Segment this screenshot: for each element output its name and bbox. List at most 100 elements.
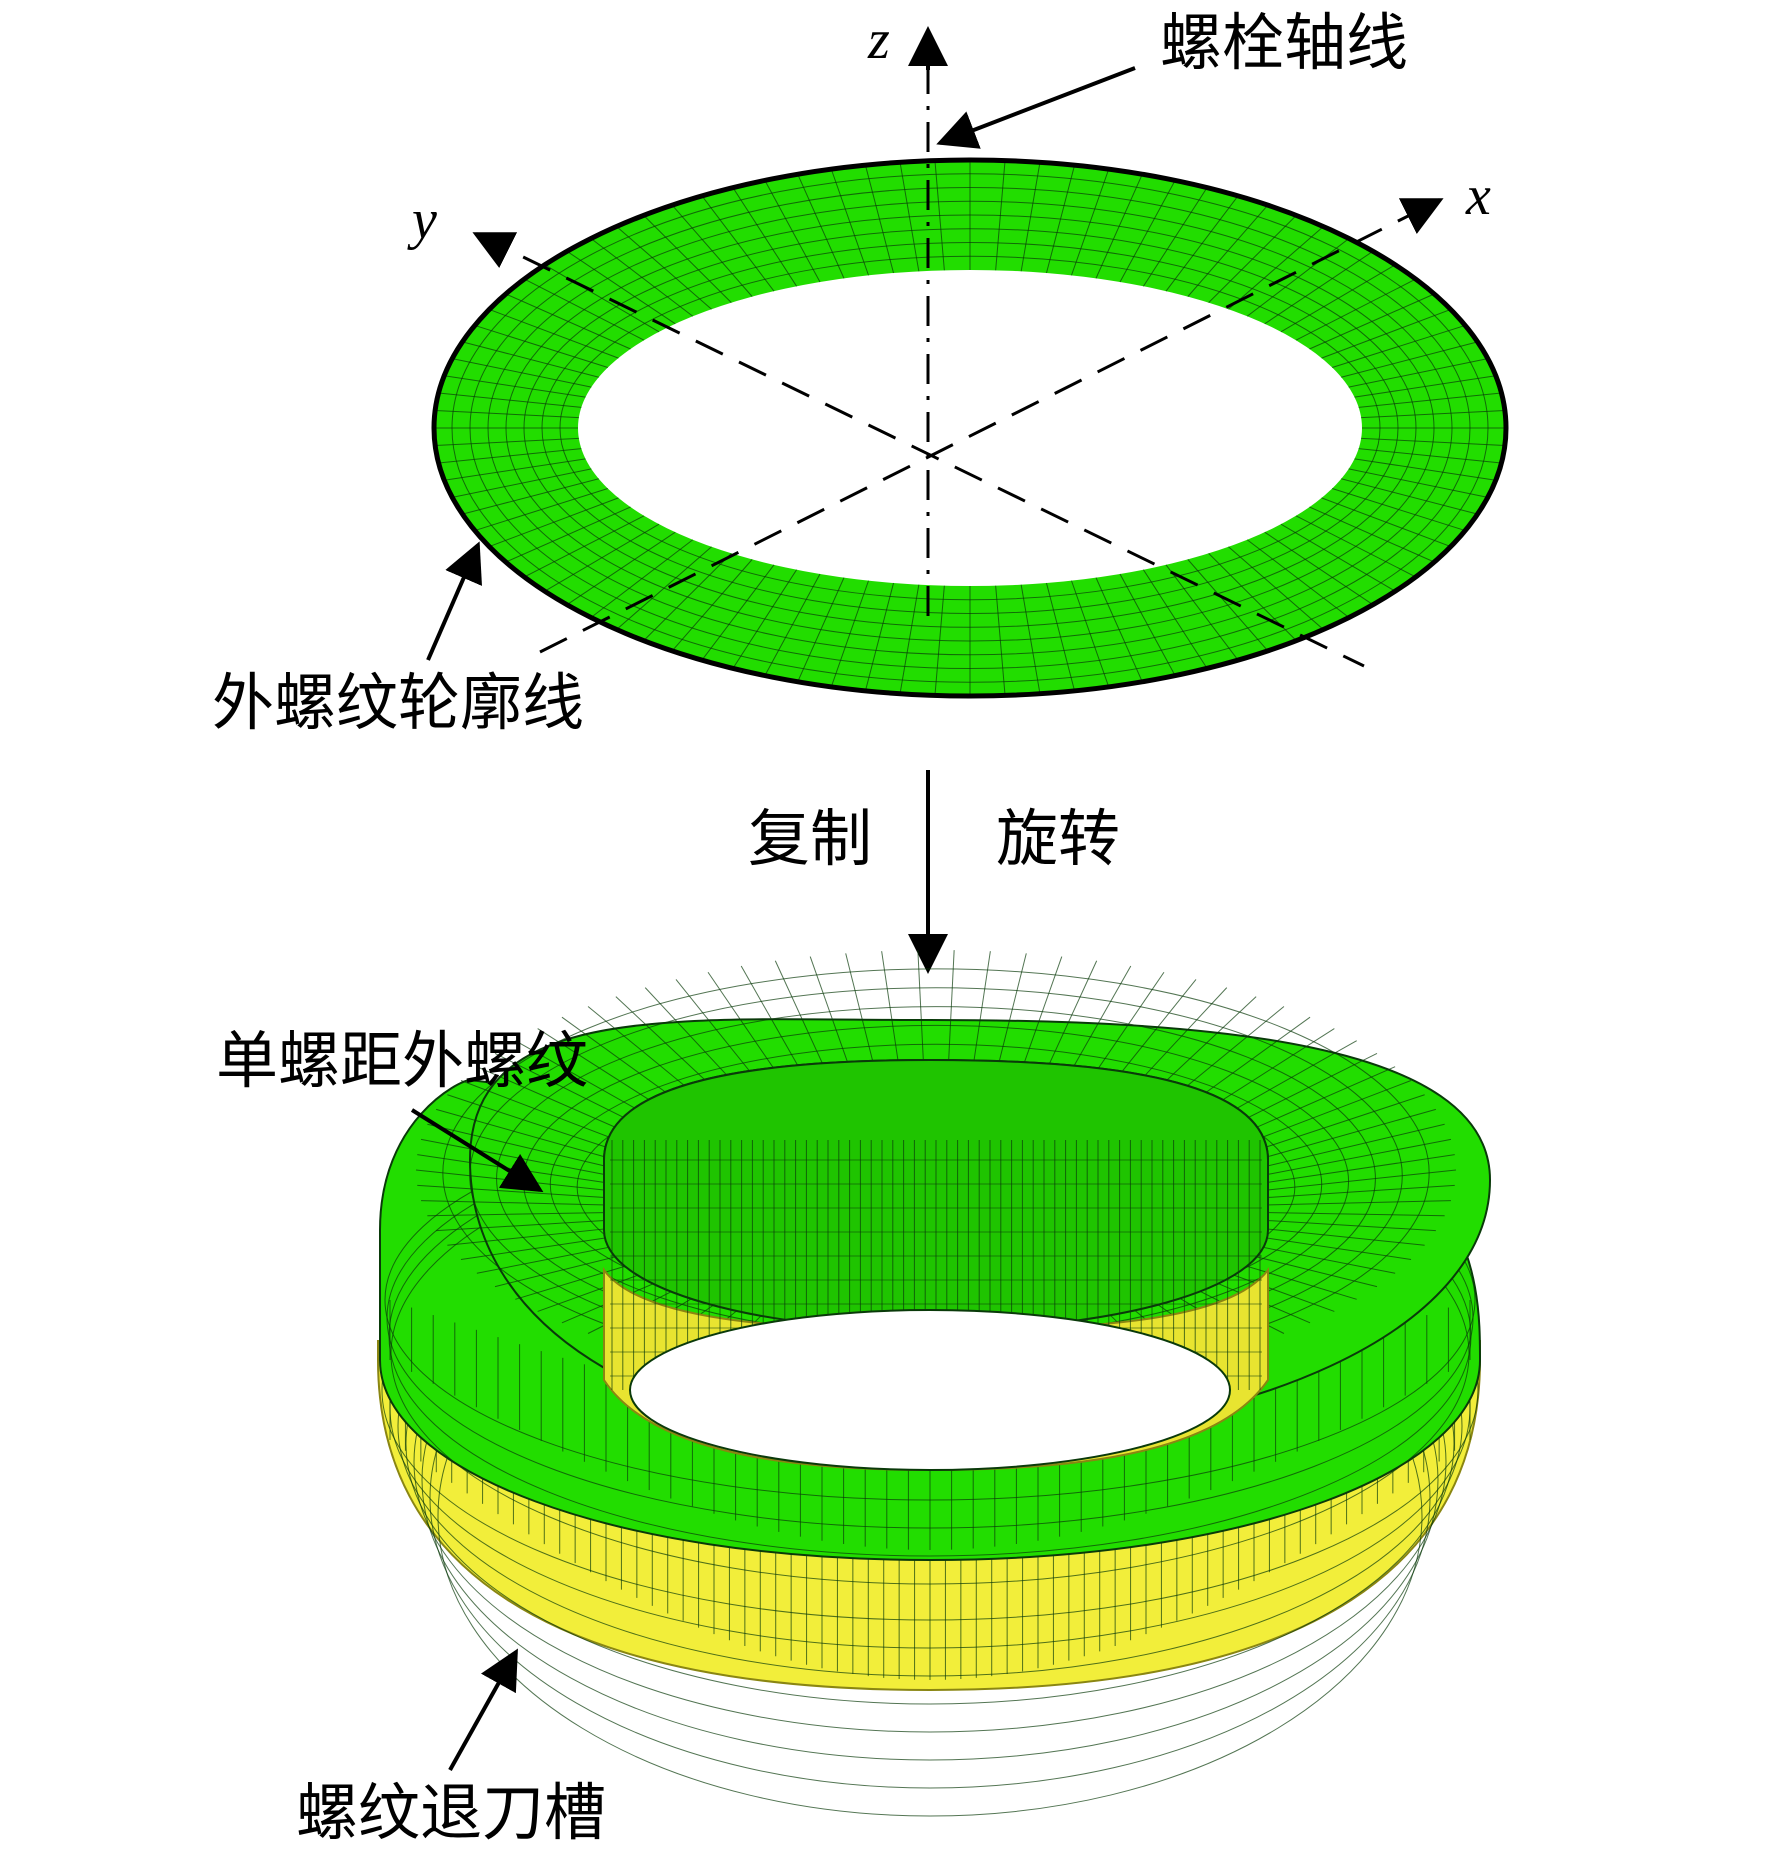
mesh-line xyxy=(438,448,582,464)
mesh-line xyxy=(1332,487,1466,532)
mesh-line xyxy=(1321,308,1451,359)
mesh-line xyxy=(830,580,870,688)
z-axis-label: z xyxy=(868,9,890,71)
mesh-line xyxy=(1119,180,1176,283)
mesh-line xyxy=(1142,187,1208,287)
mesh-line xyxy=(797,577,845,682)
mesh-line xyxy=(1264,1200,1451,1206)
mesh-line xyxy=(462,478,599,515)
mesh-line xyxy=(1354,375,1496,398)
mesh-line xyxy=(1142,569,1208,669)
mesh-line xyxy=(1020,162,1041,272)
mesh-line xyxy=(764,573,821,676)
mesh-line xyxy=(435,437,579,447)
mesh-line xyxy=(1267,1169,1457,1191)
mesh-line xyxy=(447,1226,625,1246)
mesh-line xyxy=(474,324,608,369)
mesh-line xyxy=(505,293,631,350)
mesh-line xyxy=(1095,174,1143,279)
mesh-line xyxy=(489,497,619,548)
mesh-line xyxy=(435,409,579,419)
x-axis-arrow xyxy=(1398,198,1444,234)
mesh-line xyxy=(1280,264,1396,333)
mesh-line xyxy=(1348,358,1488,388)
x-axis-line xyxy=(539,204,1429,654)
mesh-line xyxy=(421,1200,608,1206)
mesh-line xyxy=(1247,1226,1425,1246)
mesh-line xyxy=(1264,531,1374,606)
mesh-line xyxy=(1361,409,1505,419)
mesh-line xyxy=(732,569,798,669)
mesh-line xyxy=(427,1211,612,1217)
mesh-line xyxy=(1246,238,1350,317)
coordinate-axes xyxy=(472,26,1444,668)
mesh-line xyxy=(934,585,945,696)
mesh-line xyxy=(1264,250,1374,325)
mesh-line xyxy=(444,458,586,481)
mesh-line xyxy=(1246,539,1350,618)
mesh-line xyxy=(436,1219,617,1232)
mesh-line xyxy=(1045,582,1076,691)
mesh-line xyxy=(1354,458,1496,481)
top-ring-mesh xyxy=(434,160,1506,696)
mesh-line xyxy=(643,215,732,304)
mesh-line xyxy=(452,468,592,498)
mesh-line xyxy=(1267,1184,1455,1199)
mesh-line xyxy=(671,204,753,297)
mesh-line xyxy=(462,341,599,378)
mesh-line xyxy=(489,308,619,359)
mesh-line xyxy=(444,375,586,398)
mesh-line xyxy=(590,539,694,618)
copy-label: 复制 xyxy=(748,802,873,875)
mesh-line xyxy=(590,238,694,317)
mesh-line xyxy=(474,487,608,532)
mesh-line xyxy=(1280,523,1396,592)
mesh-line xyxy=(864,165,895,274)
mesh-line xyxy=(1239,1080,1412,1147)
mesh-line xyxy=(436,1108,617,1161)
mesh-line xyxy=(438,392,582,408)
mesh-line xyxy=(643,552,732,641)
mesh-line xyxy=(616,546,712,630)
mesh-line xyxy=(1228,546,1324,630)
mesh-line xyxy=(701,564,775,661)
mesh-line xyxy=(1264,1138,1452,1176)
bore-opening xyxy=(629,1309,1231,1471)
single-pitch-leader xyxy=(410,1108,544,1193)
mesh-line xyxy=(701,195,775,292)
mesh-line xyxy=(447,1094,625,1154)
mesh-line xyxy=(460,1080,633,1147)
mesh-line xyxy=(1045,165,1076,274)
mesh-line xyxy=(1267,1154,1455,1183)
y-axis-line xyxy=(479,234,1365,668)
bolt-axis-label: 螺栓轴线 xyxy=(1160,6,1409,79)
mesh-line xyxy=(1255,1108,1436,1161)
mesh-line xyxy=(899,162,920,272)
mesh-line xyxy=(1358,448,1502,464)
y-axis-arrow xyxy=(472,232,518,268)
mesh-line xyxy=(1208,215,1297,304)
mesh-line xyxy=(566,531,676,606)
mesh-line xyxy=(899,584,920,694)
mesh-line xyxy=(1020,584,1041,694)
mesh-line xyxy=(732,187,798,287)
mesh-line xyxy=(995,160,1006,271)
mesh-line xyxy=(1341,341,1478,378)
mesh-line xyxy=(505,506,631,563)
mesh-line xyxy=(1165,564,1239,661)
mesh-line xyxy=(1187,559,1269,652)
mesh-line xyxy=(1165,195,1239,292)
outer-thread-profile-label: 外螺纹轮廓线 xyxy=(212,666,585,739)
outline-leader xyxy=(426,541,482,661)
mesh-line xyxy=(764,180,821,283)
mesh-line xyxy=(1260,1123,1445,1169)
top-ring-fill xyxy=(434,160,1506,696)
mesh-line xyxy=(1295,278,1416,341)
mesh-line xyxy=(1228,226,1324,310)
mesh-line xyxy=(1321,497,1451,548)
undercut-leader xyxy=(448,1648,518,1771)
mesh-line xyxy=(452,358,592,388)
mesh-line xyxy=(544,264,660,333)
